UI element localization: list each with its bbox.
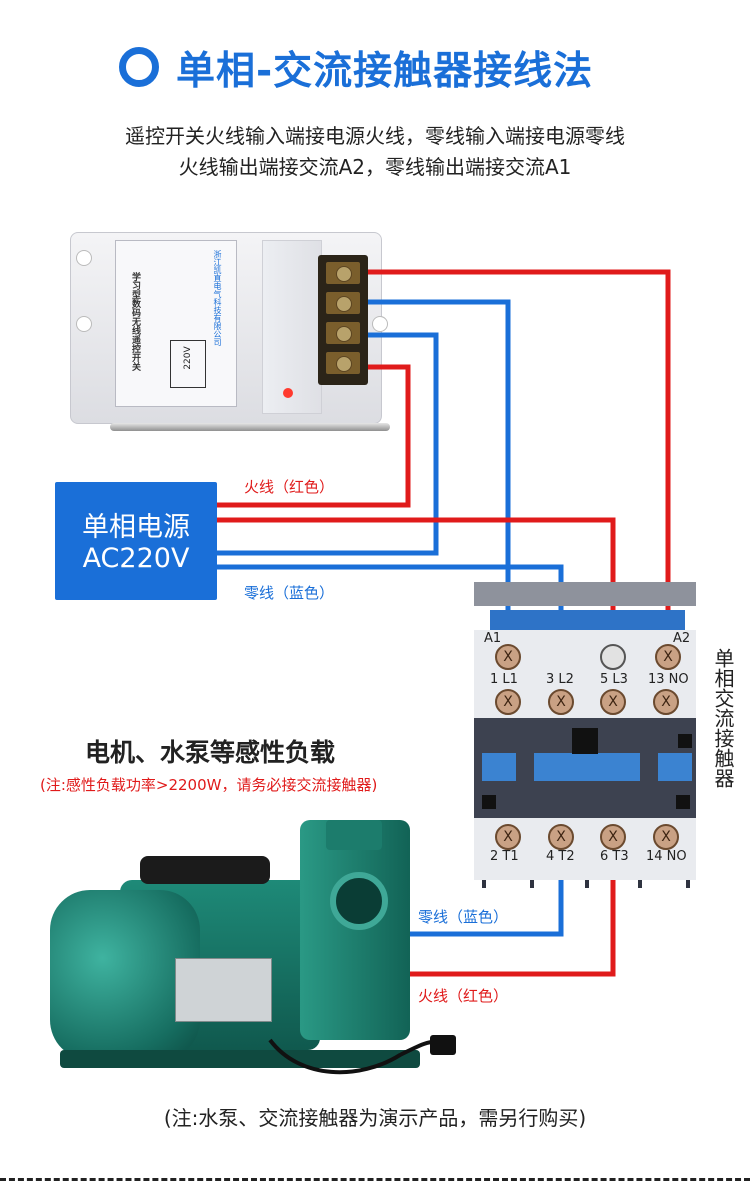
live-wire-label-bottom: 火线（红色） — [418, 987, 509, 1005]
pump-nameplate — [175, 958, 272, 1022]
load-title: 电机、水泵等感性负载 — [85, 738, 336, 767]
terminal-label-6t3: 6 T3 — [600, 849, 629, 864]
terminal-screw-icon — [336, 296, 352, 312]
terminal-4t2: X — [548, 824, 574, 850]
contactor-blue-strip — [490, 610, 685, 630]
remote-label-panel — [115, 240, 237, 407]
coil-terminal-a2-label: A2 — [673, 631, 691, 646]
power-source-name: 单相电源 — [82, 512, 190, 543]
terminal-14no: X — [653, 824, 679, 850]
contactor-blue-block — [482, 753, 516, 781]
coil-terminal-blank — [600, 644, 626, 670]
wire-live-in — [217, 364, 411, 508]
load-note: (注:感性负载功率>2200W，请务必接交流接触器) — [40, 776, 378, 794]
contactor-hole — [482, 795, 496, 809]
power-source-voltage: AC220V — [82, 543, 190, 574]
terminal-screw-icon — [336, 266, 352, 282]
terminal-screw-icon — [336, 356, 352, 372]
coil-terminal-a1-label: A1 — [484, 631, 502, 646]
bottom-divider — [0, 1178, 750, 1181]
subtitle-line-2: 火线输出端接交流A2，零线输出端接交流A1 — [178, 155, 572, 179]
pump-base — [60, 1050, 420, 1068]
subtitle-line-1: 遥控开关火线输入端接电源火线，零线输入端接电源零线 — [125, 124, 625, 148]
contactor-hole — [678, 734, 692, 748]
wire-live-to-pump — [390, 836, 616, 977]
page-title: 单相-交流接触器接线法 — [176, 49, 594, 94]
power-source-box — [55, 482, 217, 600]
remote-voltage-box: 220V — [170, 340, 206, 388]
contactor-name-label: 单相交流接触器 — [711, 648, 735, 788]
wire-neutral-in — [217, 332, 439, 556]
pump-port-icon — [330, 872, 388, 930]
mount-hole-icon — [372, 316, 388, 332]
terminal-label-4t2: 4 T2 — [546, 849, 575, 864]
title-circle-icon — [119, 47, 159, 87]
remote-name-text: 学习型数码无线遥控开关 — [130, 272, 140, 371]
neutral-wire-label-bottom: 零线（蓝色） — [418, 908, 509, 926]
terminal-label-13no: 13 NO — [648, 672, 689, 687]
terminal-2t1: X — [495, 824, 521, 850]
live-wire-label-top: 火线（红色） — [244, 478, 335, 496]
coil-terminal-a2: X — [655, 644, 681, 670]
terminal-screw-icon — [336, 326, 352, 342]
terminal-label-3l2: 3 L2 — [546, 672, 574, 687]
antenna-icon — [110, 423, 390, 431]
contactor-top-cap — [474, 582, 696, 606]
contactor-foot — [482, 880, 486, 888]
remote-company-text: 浙江凯直电气科技有限公司 — [213, 250, 222, 346]
coil-terminal-a1: X — [495, 644, 521, 670]
contactor-foot — [686, 880, 690, 888]
terminal-label-1l1: 1 L1 — [490, 672, 518, 687]
mount-hole-icon — [76, 316, 92, 332]
contactor-blue-block — [534, 753, 640, 781]
terminal-5l3: X — [600, 689, 626, 715]
contactor-foot — [585, 880, 589, 888]
contactor-hole — [676, 795, 690, 809]
neutral-wire-label-top: 零线（蓝色） — [244, 584, 335, 602]
terminal-label-14no: 14 NO — [646, 849, 687, 864]
status-led-icon — [283, 388, 293, 398]
wire-neutral-out-to-a1 — [368, 299, 511, 655]
contactor-foot — [638, 880, 642, 888]
contactor-blue-block — [658, 753, 692, 781]
terminal-3l2: X — [548, 689, 574, 715]
terminal-label-5l3: 5 L3 — [600, 672, 628, 687]
contactor-foot — [530, 880, 534, 888]
terminal-13no: X — [653, 689, 679, 715]
terminal-label-2t1: 2 T1 — [490, 849, 519, 864]
wire-live-out-to-a2 — [368, 269, 671, 655]
pump-outlet — [326, 820, 382, 850]
pump-handle — [140, 856, 270, 884]
mount-hole-icon — [76, 250, 92, 266]
pump-cable — [268, 1038, 441, 1075]
footer-note: (注:水泵、交流接触器为演示产品，需另行购买) — [163, 1106, 587, 1130]
terminal-1l1: X — [495, 689, 521, 715]
contactor-window — [572, 728, 598, 754]
power-plug-icon — [430, 1035, 456, 1055]
terminal-6t3: X — [600, 824, 626, 850]
pump-head — [300, 820, 410, 1040]
